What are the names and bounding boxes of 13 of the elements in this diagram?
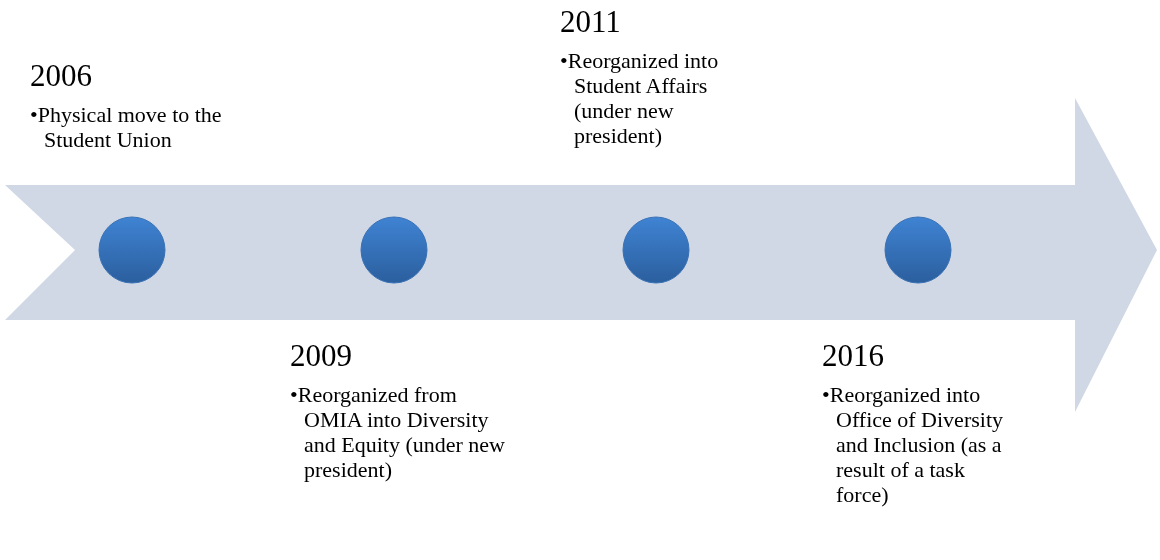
milestone-circle xyxy=(360,216,428,284)
timeline-arrow xyxy=(5,98,1157,412)
milestone-circle xyxy=(884,216,952,284)
year-label: 2016 xyxy=(822,338,884,374)
year-label: 2006 xyxy=(30,58,92,94)
year-label: 2009 xyxy=(290,338,352,374)
milestone-circle xyxy=(98,216,166,284)
year-label: 2011 xyxy=(560,4,621,40)
event-text: •Reorganized into Student Affairs (under new president) xyxy=(560,48,720,148)
event-text: •Reorganized from OMIA into Diversity and Equity (under new president) xyxy=(290,382,505,482)
event-text: •Reorganized into Office of Diversity and Inclusion (as a result of a task force) xyxy=(822,382,1004,507)
milestone-circle xyxy=(622,216,690,284)
event-text: •Physical move to the Student Union xyxy=(30,102,223,152)
